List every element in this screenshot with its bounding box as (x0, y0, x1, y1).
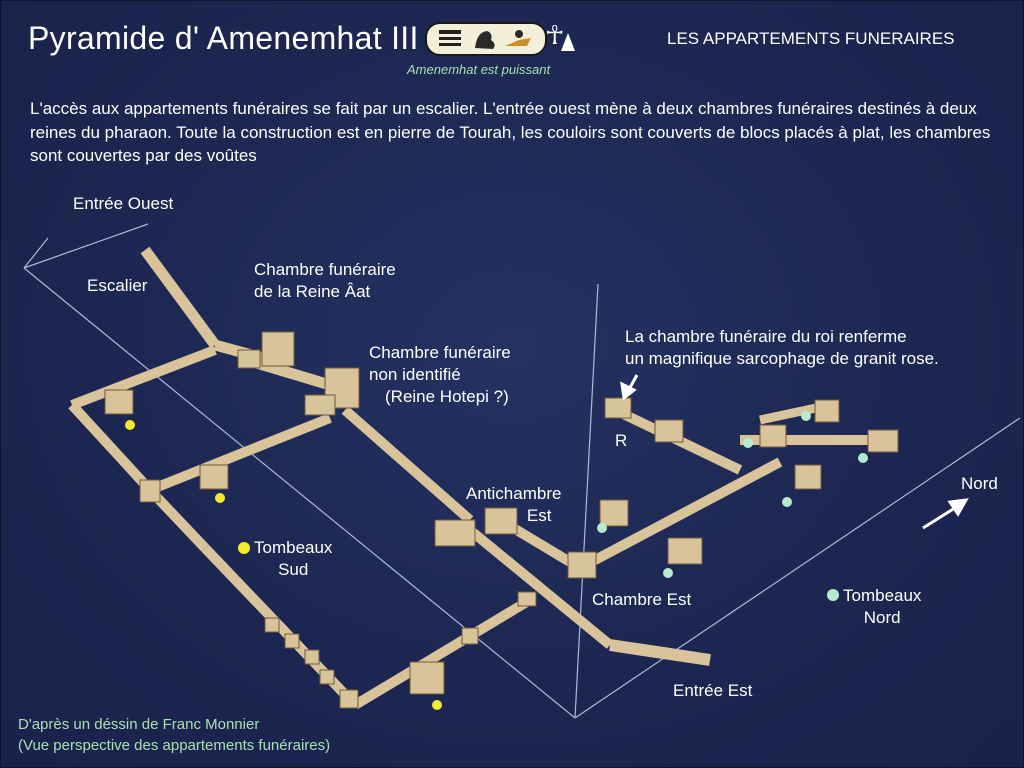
credit-line: (Vue perspective des appartements funéra… (18, 737, 331, 754)
hieroglyph-glyphs (439, 30, 531, 49)
label-entree-est: Entrée Est (673, 681, 753, 700)
label-tombeaux-sud: Tombeaux Sud (254, 537, 332, 581)
page-title: Pyramide d' Amenemhat III (28, 20, 419, 56)
label-chambre-reine-aat: Chambre funéraire de la Reine Âat (254, 259, 396, 303)
label-line: Est (526, 506, 552, 525)
pyramid-icon (561, 33, 575, 51)
credit-line: D'après un déssin de Franc Monnier (18, 716, 260, 733)
cartouche-translation: Amenemhat est puissant (407, 62, 551, 77)
label-line: non identifié (369, 365, 461, 384)
label-line: (Reine Hotepi ?) (385, 387, 509, 406)
intro-paragraph: L'accès aux appartements funéraires se f… (30, 99, 991, 165)
label-word: Est (666, 590, 692, 609)
credit-note: D'après un déssin de Franc Monnier (Vue … (18, 714, 330, 756)
label-line: de la Reine Âat (254, 282, 371, 301)
label-r-marker: R (615, 431, 628, 450)
label-line: Chambre funéraire (254, 260, 396, 279)
label-entree-ouest: Entrée Ouest (73, 194, 174, 213)
label-line: Tombeaux (843, 586, 922, 605)
label-chambre-roi: La chambre funéraire du roi renferme un … (625, 326, 939, 370)
label-chambre-non-identifie: Chambre funéraire non identifié (Reine H… (369, 342, 511, 408)
label-escalier: Escalier (87, 276, 148, 295)
label-tombeaux-nord: Tombeaux Nord (843, 585, 921, 629)
ankh-icon: ☥ (545, 20, 565, 50)
label-line: Tombeaux (254, 538, 333, 557)
label-line: Nord (863, 608, 901, 627)
arrow-to-king-chamber (620, 374, 639, 401)
north-tomb-markers (597, 411, 868, 601)
label-antichambre: Antichambre Est (466, 483, 561, 527)
label-line: Antichambre (466, 484, 562, 503)
label-line: Sud (278, 560, 309, 579)
south-tomb-markers (125, 420, 442, 710)
label-nord: Nord (961, 474, 998, 493)
pyramid-outline (23, 223, 1021, 719)
label-line: La chambre funéraire du roi renferme (625, 327, 907, 346)
section-heading: LES APPARTEMENTS FUNERAIRES (667, 29, 955, 48)
label-word: Chambre (592, 590, 662, 609)
cartouche-hieroglyph (425, 22, 547, 56)
chamber-blocks (104, 331, 899, 709)
north-arrow-icon (922, 498, 969, 530)
label-line: un magnifique sarcophage de granit rose. (625, 349, 939, 368)
corridor-network (68, 246, 890, 710)
label-chambre-est: Chambre Est (592, 589, 691, 611)
label-line: Chambre funéraire (369, 343, 511, 362)
